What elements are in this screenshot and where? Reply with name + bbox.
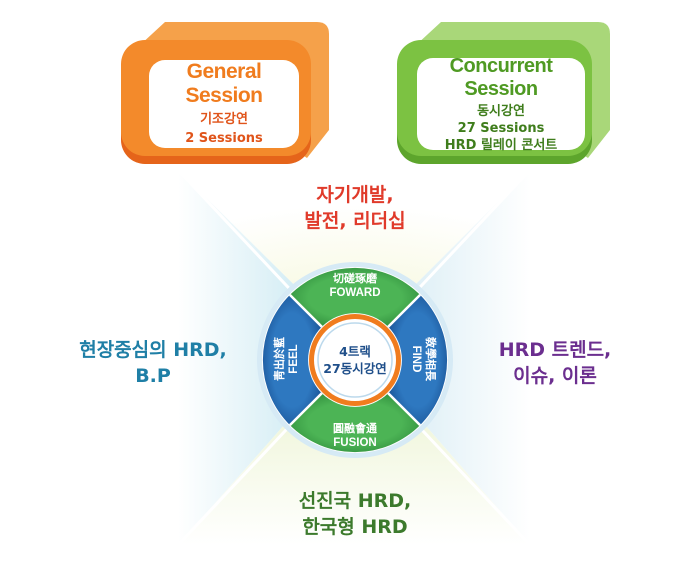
wheel-top-hanja: 切磋琢磨 xyxy=(333,272,377,285)
wheel-label-left: 靑出於藍 FEEL xyxy=(273,319,301,399)
wheel-right-en: FIND xyxy=(410,345,422,373)
wheel-center-text: 4트랙 27동시강연 xyxy=(315,343,395,377)
wheel-label-right: 敎學相長 FIND xyxy=(409,319,437,399)
wheel-center-inner-ring xyxy=(317,322,393,398)
left-text-line2: B.P xyxy=(135,365,171,387)
top-quadrant xyxy=(178,170,530,345)
top-quadrant-text: 자기개발, 발전, 리더십 xyxy=(270,182,440,234)
wheel-bottom-hanja: 圓融會通 xyxy=(333,422,377,435)
bottom-quadrant-text: 선진국 HRD, 한국형 HRD xyxy=(270,488,440,540)
wheel-top-en: FOWARD xyxy=(329,287,381,299)
concurrent-session-face: Concurrent Session 동시강연 27 Sessions HRD … xyxy=(417,54,585,153)
wheel-center-line2: 27동시강연 xyxy=(323,361,387,376)
wheel-left-en: FEEL xyxy=(288,344,300,374)
wheel-label-bottom: 圓融會通 FUSION xyxy=(315,422,395,450)
left-text-line1: 현장중심의 HRD, xyxy=(79,339,227,361)
general-session-title: General Session xyxy=(185,60,263,107)
wheel-separator xyxy=(289,392,323,426)
general-session-face: General Session 기조강연 2 Sessions xyxy=(149,60,299,148)
wheel-segment-right xyxy=(388,294,448,426)
wheel-center-line1: 4트랙 xyxy=(339,344,371,359)
wheel-separator xyxy=(387,392,421,426)
top-text-line2: 발전, 리더십 xyxy=(304,210,406,232)
wheel-segment-bottom xyxy=(289,393,421,453)
bottom-text-line1: 선진국 HRD, xyxy=(298,490,412,512)
wheel-center xyxy=(314,319,396,401)
wheel-separator xyxy=(387,294,421,328)
right-quadrant-text: HRD 트렌드, 이슈, 이론 xyxy=(470,337,640,389)
concurrent-session-line2: 27 Sessions xyxy=(457,120,545,136)
general-session-line1: 기조강연 xyxy=(200,112,248,127)
wheel-segment-top xyxy=(289,267,421,327)
concurrent-session-line3: HRD 릴레이 콘서트 xyxy=(444,137,558,153)
wheel-label-top: 切磋琢磨 FOWARD xyxy=(315,272,395,300)
wheel-right-hanja: 敎學相長 xyxy=(424,337,437,381)
general-session-box: General Session 기조강연 2 Sessions xyxy=(117,18,332,168)
concurrent-session-line1: 동시강연 xyxy=(477,103,525,119)
bottom-text-line2: 한국형 HRD xyxy=(302,516,408,538)
wheel-left-hanja: 靑出於藍 xyxy=(273,337,286,381)
right-text-line2: 이슈, 이론 xyxy=(513,365,597,387)
general-session-line2: 2 Sessions xyxy=(185,131,263,146)
wheel-segment-left xyxy=(262,294,322,426)
wheel-separator xyxy=(289,294,323,328)
left-quadrant-text: 현장중심의 HRD, B.P xyxy=(48,337,258,389)
concurrent-session-box: Concurrent Session 동시강연 27 Sessions HRD … xyxy=(393,18,613,168)
top-text-line1: 자기개발, xyxy=(316,184,394,206)
right-text-line1: HRD 트렌드, xyxy=(498,339,612,361)
wheel-bottom-en: FUSION xyxy=(333,437,377,449)
concurrent-session-title: Concurrent Session xyxy=(449,54,553,100)
